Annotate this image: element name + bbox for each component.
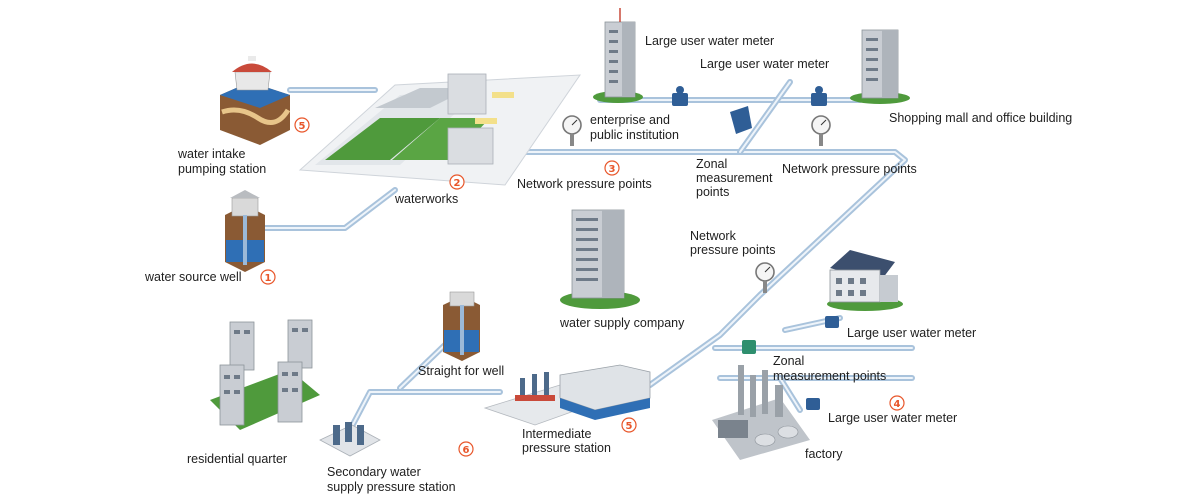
label-network-pressure-2: Network pressure points [782, 162, 917, 176]
water-source-well-illustration [225, 190, 265, 272]
label-enterprise: enterprise and public institution [590, 113, 679, 142]
svg-text:2: 2 [454, 178, 461, 189]
marker-6: 6 [458, 441, 474, 457]
label-large-meter-bottom: Large user water meter [828, 411, 957, 425]
label-waterworks: waterworks [394, 192, 458, 206]
flow-meter-icon [742, 340, 756, 354]
label-network-pressure-3: Network pressure points [690, 229, 775, 257]
svg-text:5: 5 [626, 421, 633, 432]
pressure-gauge-icon [562, 115, 582, 146]
house-illustration [827, 250, 903, 311]
water-meter-icon [825, 316, 839, 328]
marker-5b: 5 [621, 417, 637, 433]
marker-3: 3 [604, 160, 620, 176]
waterworks-illustration [298, 73, 581, 186]
svg-text:4: 4 [894, 399, 901, 410]
straight-for-well-illustration [443, 291, 480, 361]
flow-meter-icon [730, 106, 752, 134]
label-water-intake: water intake pumping station [177, 147, 266, 176]
svg-text:5: 5 [299, 121, 306, 132]
water-supply-company-illustration [560, 209, 640, 309]
label-water-source-well: water source well [144, 270, 242, 284]
marker-4: 4 [889, 395, 905, 411]
label-zonal-1: Zonal measurement points [696, 157, 776, 199]
label-large-meter-top1: Large user water meter [645, 34, 774, 48]
label-zonal-2: Zonal measurement points [773, 354, 886, 383]
svg-text:3: 3 [609, 164, 616, 175]
water-meter-icon [806, 398, 820, 410]
svg-text:1: 1 [265, 273, 272, 284]
label-straight-for-well: Straight for well [418, 364, 504, 378]
marker-1: 1 [260, 269, 276, 285]
label-network-pressure-1: Network pressure points [517, 177, 652, 191]
factory-illustration [712, 365, 810, 460]
shopping-mall-illustration [850, 29, 910, 104]
marker-2: 2 [449, 174, 465, 190]
water-meter-icon [811, 86, 827, 106]
label-large-meter-mid: Large user water meter [847, 326, 976, 340]
enterprise-tower-illustration [593, 8, 643, 103]
label-water-supply-company: water supply company [559, 316, 685, 330]
label-secondary: Secondary water supply pressure station [327, 465, 456, 494]
water-intake-pumping-station-illustration [220, 56, 291, 145]
pressure-gauge-icon [811, 115, 831, 146]
pressure-gauge-icon [755, 262, 775, 293]
intermediate-pressure-station-illustration [483, 364, 651, 426]
label-large-meter-top2: Large user water meter [700, 57, 829, 71]
water-meter-icon [672, 86, 688, 106]
label-shopping-mall: Shopping mall and office building [889, 111, 1072, 125]
label-residential: residential quarter [187, 452, 287, 466]
label-factory: factory [805, 447, 843, 461]
svg-text:6: 6 [463, 445, 470, 456]
residential-quarter-illustration [210, 319, 320, 430]
marker-5a: 5 [294, 117, 310, 133]
secondary-pressure-station-illustration [319, 422, 381, 457]
label-intermediate: Intermediate pressure station [522, 427, 611, 455]
